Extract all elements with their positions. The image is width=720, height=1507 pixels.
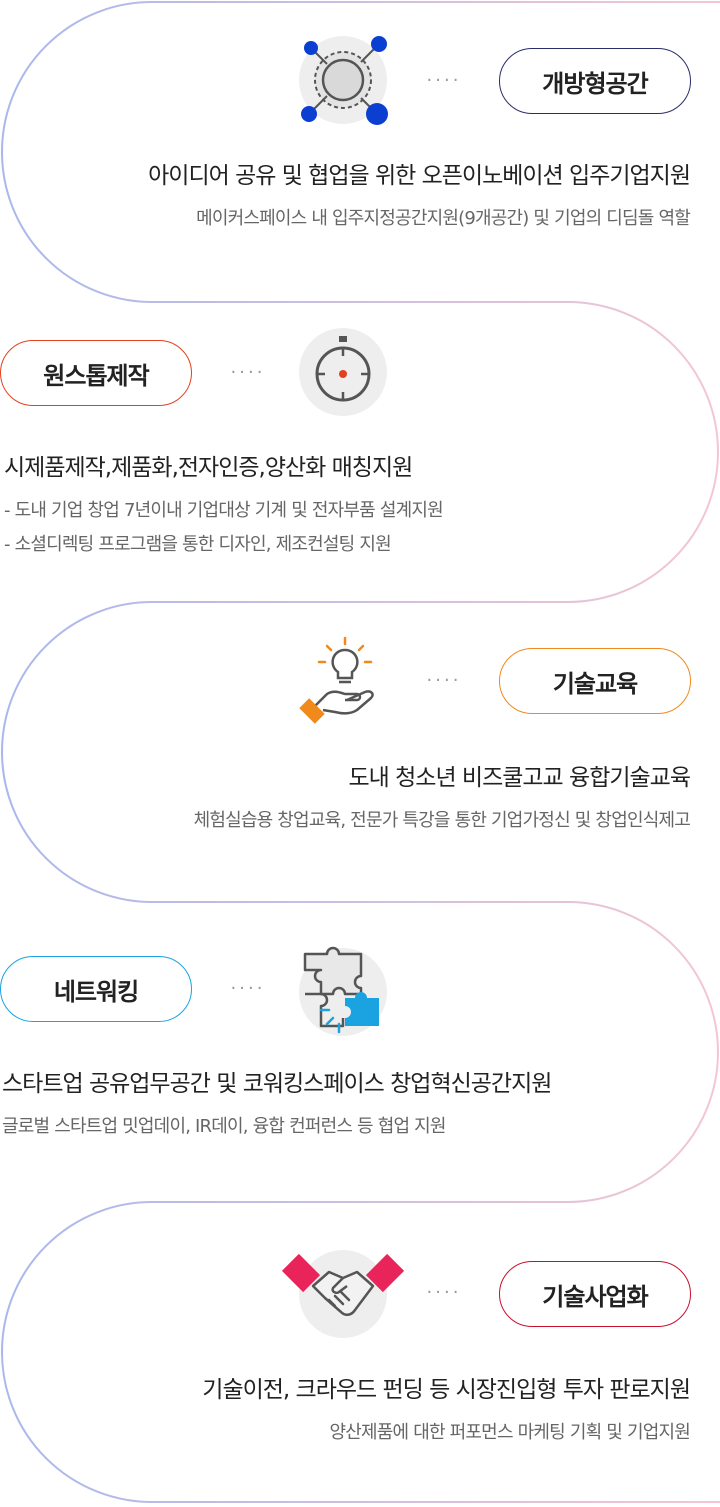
section-title: 도내 청소년 비즈쿨고교 융합기술교육	[348, 765, 691, 791]
connector-dots: ····	[230, 978, 266, 999]
section-title: 시제품제작,제품화,전자인증,양산화 매칭지원	[4, 455, 413, 481]
section-tech-education: ···· 기술교육 도내 청소년 비즈쿨고교 융합기술교육 체험실습용 창업교육…	[0, 600, 720, 900]
section-open-space: ···· 개방형공간 아이디어 공유 및 협업을 위한 오픈이노베이션 입주기업…	[0, 0, 720, 300]
section-networking: 네트워킹 ···· 스타트업 공유업무공간 및 코워킹스페이스 창업혁신공간지원…	[0, 900, 720, 1200]
lightbulb-hand-icon	[299, 636, 387, 724]
tech-education-pill[interactable]: 기술교육	[499, 648, 691, 714]
section-title: 기술이전, 크라우드 펀딩 등 시장진입형 투자 판로지원	[202, 1377, 691, 1403]
section-desc-line-2: - 소셜디렉팅 프로그램을 통한 디자인, 제조컨설팅 지원	[4, 534, 392, 555]
connector-dots: ····	[426, 1282, 462, 1303]
section-desc: 체험실습용 창업교육, 전문가 특강을 통한 기업가정신 및 창업인식제고	[193, 810, 691, 831]
network-hub-icon	[299, 36, 388, 125]
commercialization-pill[interactable]: 기술사업화	[499, 1261, 691, 1327]
networking-pill[interactable]: 네트워킹	[0, 956, 192, 1022]
section-desc-line-1: - 도내 기업 창업 7년이내 기업대상 기계 및 전자부품 설계지원	[4, 500, 444, 521]
one-stop-pill[interactable]: 원스톱제작	[0, 340, 192, 406]
section-one-stop: 원스톱제작 ···· 시제품제작,제품화,전자인증,양산화 매칭지원 - 도내 …	[0, 300, 720, 600]
connector-dots: ····	[230, 362, 266, 383]
connector-dots: ····	[426, 70, 462, 91]
section-desc: 양산제품에 대한 퍼포먼스 마케팅 기획 및 기업지원	[329, 1422, 691, 1443]
connector-dots: ····	[426, 670, 462, 691]
handshake-icon	[281, 1250, 405, 1338]
section-title: 아이디어 공유 및 협업을 위한 오픈이노베이션 입주기업지원	[148, 163, 691, 189]
section-title: 스타트업 공유업무공간 및 코워킹스페이스 창업혁신공간지원	[2, 1071, 552, 1097]
open-space-pill[interactable]: 개방형공간	[499, 48, 691, 114]
section-desc: 메이커스페이스 내 입주지정공간지원(9개공간) 및 기업의 디딤돌 역할	[196, 208, 691, 229]
section-desc: 글로벌 스타트업 밋업데이, IR데이, 융합 컨퍼런스 등 협업 지원	[2, 1116, 446, 1137]
target-timer-icon	[299, 328, 387, 416]
puzzle-icon	[299, 946, 387, 1036]
section-commercialization: ···· 기술사업화 기술이전, 크라우드 펀딩 등 시장진입형 투자 판로지원…	[0, 1200, 720, 1500]
